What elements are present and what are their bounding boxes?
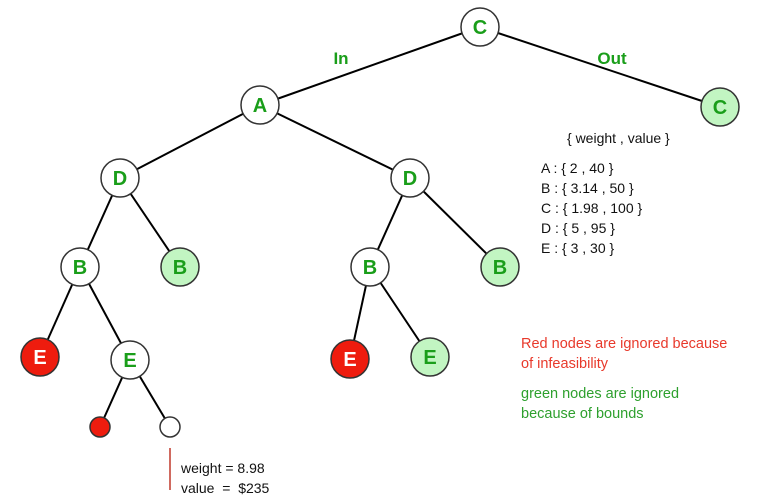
items-table-row-d: D : { 5 , 95 } <box>541 220 615 236</box>
node-circle <box>60 247 100 287</box>
node-circle <box>89 416 111 438</box>
edge-d_right-to-b_rr <box>409 177 501 268</box>
node-label: B <box>363 257 377 279</box>
edge-a-to-d_left <box>119 104 261 179</box>
node-label: C <box>713 97 727 119</box>
items-table-header: { weight , value } <box>567 130 670 146</box>
node-label: D <box>113 168 127 190</box>
node-label: B <box>173 257 187 279</box>
node-circle <box>390 158 430 198</box>
node-circle <box>480 247 520 287</box>
node-circle <box>159 416 181 438</box>
node-circle <box>700 87 740 127</box>
node-circle <box>20 337 60 377</box>
items-table-row-b: B : { 3.14 , 50 } <box>541 180 634 196</box>
node-label: A <box>253 95 267 117</box>
node-b-rr: B <box>480 247 520 287</box>
node-label: D <box>403 168 417 190</box>
edge-label-out: Out <box>597 49 627 68</box>
node-e-llr: E <box>110 340 150 380</box>
node-label: E <box>343 349 356 371</box>
node-leaf-result <box>159 416 181 438</box>
node-b-ll: B <box>60 247 100 287</box>
node-circle <box>410 337 450 377</box>
node-c-out: C <box>700 87 740 127</box>
legend-red-line-2: of infeasibility <box>521 356 609 372</box>
items-table-row-c: C : { 1.98 , 100 } <box>541 200 643 216</box>
edge-root-to-a <box>259 26 481 106</box>
tree-nodes: C C A D D B B B B E E E E <box>20 7 740 438</box>
node-root: C <box>460 7 500 47</box>
node-label: E <box>423 347 436 369</box>
node-e-rlr: E <box>410 337 450 377</box>
node-e-rll: E <box>330 339 370 379</box>
node-e-lll: E <box>20 337 60 377</box>
edge-label-in: In <box>333 49 348 68</box>
node-label: E <box>33 347 46 369</box>
edge-root-to-c_out <box>479 26 721 108</box>
node-leaf-infeasible <box>89 416 111 438</box>
node-circle <box>330 339 370 379</box>
legend-green-line-1: green nodes are ignored <box>521 386 679 402</box>
node-label: B <box>73 257 87 279</box>
node-label: C <box>473 17 487 39</box>
node-circle <box>460 7 500 47</box>
items-table-row-a: A : { 2 , 40 } <box>541 160 614 176</box>
node-circle <box>110 340 150 380</box>
node-circle <box>160 247 200 287</box>
result-weight: weight = 8.98 <box>180 460 265 476</box>
node-label: E <box>123 350 136 372</box>
node-d-left: D <box>100 158 140 198</box>
edge-a-to-d_right <box>259 104 411 179</box>
legend-green-line-2: because of bounds <box>521 406 644 422</box>
items-table-row-e: E : { 3 , 30 } <box>541 240 614 256</box>
node-circle <box>240 85 280 125</box>
node-label: B <box>493 257 507 279</box>
node-b-rl: B <box>350 247 390 287</box>
node-circle <box>100 158 140 198</box>
node-a: A <box>240 85 280 125</box>
node-circle <box>350 247 390 287</box>
legend-red-line-1: Red nodes are ignored because <box>521 336 727 352</box>
node-b-lr: B <box>160 247 200 287</box>
node-d-right: D <box>390 158 430 198</box>
result-value: value = $235 <box>181 480 270 496</box>
